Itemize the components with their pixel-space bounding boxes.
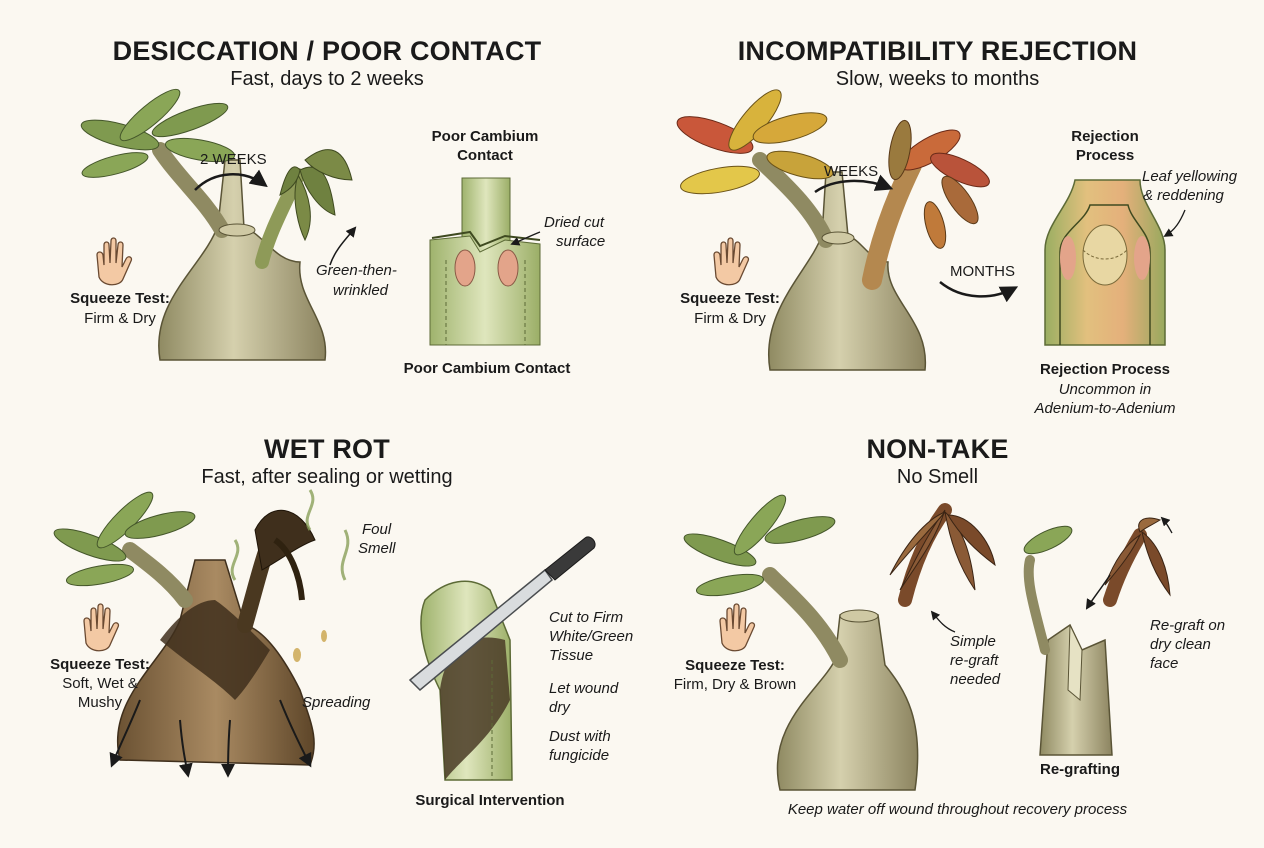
uncommon-note-1: Uncommon in [1058, 381, 1152, 398]
rejection-detail-title-1: Rejection [1071, 128, 1139, 145]
step-cut-1: Cut to Firm [549, 609, 624, 626]
weeks-label: WEEKS [824, 163, 879, 180]
wet-rot-plant [53, 491, 327, 766]
step-dry-1: Let wound [549, 680, 619, 697]
wet-rot-squeeze-value-1: Soft, Wet & [62, 675, 138, 692]
dried-cut-note-1: Dried cut [544, 214, 605, 231]
rejection-detail-title-2: Process [1075, 147, 1135, 164]
clean-face-pointer [1160, 516, 1173, 534]
yellowing-leaves [676, 89, 834, 195]
rejection-caption: Rejection Process [1039, 361, 1171, 378]
clean-face-2: dry clean [1150, 636, 1211, 653]
foul-smell-2: Smell [358, 540, 396, 557]
clean-face-3: face [1150, 655, 1179, 672]
healthy-leaves-nt [683, 494, 836, 597]
regraft-arrow [1085, 574, 1111, 610]
step-dust-1: Dust with [549, 728, 611, 745]
wilted-leaves [279, 149, 353, 242]
spreading-label: Spreading [302, 694, 371, 711]
cambium-detail [429, 177, 541, 346]
wrinkled-note-1: Green-then- [316, 262, 397, 279]
desiccation-subtitle: Fast, days to 2 weeks [230, 68, 424, 90]
dried-surface-pointer [510, 231, 541, 246]
uncommon-note-2: Adenium-to-Adenium [1034, 400, 1176, 417]
months-label: MONTHS [950, 263, 1015, 280]
cambium-detail-title-1: Poor Cambium [431, 128, 539, 145]
step-dry-2: dry [549, 699, 570, 716]
simple-regraft-3: needed [950, 671, 1001, 688]
reddening-leaves [888, 119, 990, 249]
footer-note: Keep water off wound throughout recovery… [787, 801, 1128, 818]
wet-rot-subtitle: Fast, after sealing or wetting [201, 466, 453, 488]
dead-scion [889, 503, 996, 607]
non-take-squeeze-value: Firm, Dry & Brown [673, 676, 797, 693]
non-take-subtitle: No Smell [896, 466, 979, 488]
smell-wisps [230, 489, 350, 581]
regraft-scion [1103, 517, 1171, 607]
dried-cut-note-2: surface [556, 233, 606, 250]
two-weeks-arrow [194, 169, 268, 191]
rejection-plant [676, 89, 990, 371]
desiccation-squeeze-value: Firm & Dry [84, 310, 156, 327]
desiccation-title: DESICCATION / POOR CONTACT [112, 36, 542, 66]
wet-rot-squeeze-title: Squeeze Test: [50, 656, 150, 673]
incompatibility-subtitle: Slow, weeks to months [835, 68, 1040, 90]
non-take-title: NON-TAKE [866, 434, 1009, 464]
leaf-yellowing-note-2: & reddening [1143, 187, 1224, 204]
hand-icon-4 [719, 603, 756, 652]
simple-regraft-pointer [930, 610, 956, 633]
knife-icon [408, 536, 596, 692]
desiccation-plant [80, 88, 353, 361]
rot-drips [293, 630, 327, 662]
simple-regraft-1: Simple [950, 633, 996, 650]
cambium-detail-title-2: Contact [457, 147, 513, 164]
wet-rot-squeeze-value-2: Mushy [77, 694, 123, 711]
clean-face-1: Re-graft on [1150, 617, 1226, 634]
wrinkled-pointer [329, 226, 357, 266]
desiccation-squeeze-title: Squeeze Test: [70, 290, 170, 307]
two-weeks-label: 2 WEEKS [200, 151, 267, 168]
hand-icon-3 [83, 603, 120, 652]
hand-icon [96, 237, 133, 286]
foul-smell-1: Foul [362, 521, 392, 538]
non-take-squeeze-title: Squeeze Test: [685, 657, 785, 674]
wrinkled-note-2: wrinkled [333, 282, 389, 299]
incompatibility-squeeze-value: Firm & Dry [694, 310, 766, 327]
leaf-yellowing-pointer [1163, 209, 1186, 237]
incompatibility-title: INCOMPATIBILITY REJECTION [737, 36, 1138, 66]
healthy-leaves [80, 88, 236, 178]
step-cut-2: White/Green [549, 628, 634, 645]
regraft-stock [1023, 525, 1113, 756]
healthy-leaves-rot [53, 491, 196, 587]
cambium-caption: Poor Cambium Contact [403, 360, 571, 377]
incompatibility-squeeze-title: Squeeze Test: [680, 290, 780, 307]
months-arrow [939, 281, 1019, 303]
hand-icon-2 [713, 237, 750, 286]
simple-regraft-2: re-graft [950, 652, 999, 669]
non-take-plant [683, 494, 919, 791]
wet-rot-title: WET ROT [264, 434, 390, 464]
spreading-arrows [109, 699, 312, 778]
regrafting-caption: Re-grafting [1040, 761, 1120, 778]
step-cut-3: Tissue [549, 647, 594, 664]
step-dust-2: fungicide [549, 747, 610, 764]
weeks-arrow [814, 174, 894, 194]
leaf-yellowing-note-1: Leaf yellowing [1142, 168, 1238, 185]
surgical-caption: Surgical Intervention [415, 792, 565, 809]
rejection-detail [1044, 179, 1166, 346]
